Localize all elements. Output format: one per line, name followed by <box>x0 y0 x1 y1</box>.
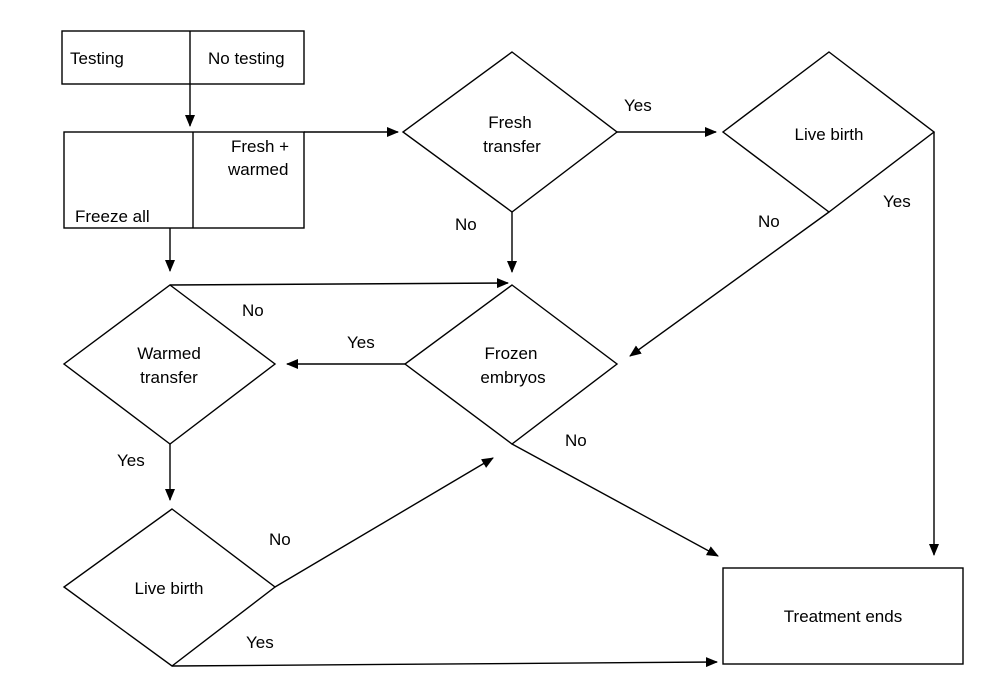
testing-box: Testing No testing <box>61 30 305 85</box>
arrow-frozen-no <box>511 443 719 557</box>
arrow-livebirth-bottom-no <box>274 457 494 588</box>
label-livebirth-top-no: No <box>758 212 780 231</box>
warmed-transfer-decision: Warmed transfer <box>62 284 277 445</box>
label-fresh-no: No <box>455 215 477 234</box>
fresh-warmed-label-line1: Fresh + <box>231 137 289 156</box>
fresh-transfer-label-line1: Fresh <box>488 113 531 132</box>
label-livebirth-bottom-no: No <box>269 530 291 549</box>
label-livebirth-bottom-yes: Yes <box>246 633 274 652</box>
warmed-transfer-label-line1: Warmed <box>137 344 201 363</box>
frozen-embryos-label-line2: embryos <box>480 368 545 387</box>
label-warmed-yes: Yes <box>117 451 145 470</box>
fresh-transfer-decision: Fresh transfer <box>401 51 619 213</box>
label-fresh-yes: Yes <box>624 96 652 115</box>
no-testing-label: No testing <box>208 49 285 68</box>
fresh-transfer-label-line2: transfer <box>483 137 541 156</box>
live-birth-top-label: Live birth <box>795 125 864 144</box>
treatment-ends-box: Treatment ends <box>722 567 964 665</box>
frozen-embryos-decision: Frozen embryos <box>403 284 619 445</box>
label-frozen-yes: Yes <box>347 333 375 352</box>
arrow-livebirth-bottom-yes <box>171 657 718 668</box>
fresh-warmed-label-line2: warmed <box>227 160 288 179</box>
warmed-transfer-label-line2: transfer <box>140 368 198 387</box>
arrow-warmed-no <box>169 278 509 289</box>
live-birth-bottom-decision: Live birth <box>62 508 277 667</box>
treatment-ends-label: Treatment ends <box>784 607 902 626</box>
frozen-embryos-label-line1: Frozen <box>485 344 538 363</box>
label-warmed-no: No <box>242 301 264 320</box>
live-birth-bottom-label: Live birth <box>135 579 204 598</box>
label-livebirth-top-yes: Yes <box>883 192 911 211</box>
connectors <box>165 84 939 668</box>
label-frozen-no: No <box>565 431 587 450</box>
strategy-box: Freeze all Fresh + warmed <box>63 131 305 229</box>
edge-labels: Yes No No Yes No Yes No Yes No Yes <box>117 96 911 652</box>
live-birth-top-decision: Live birth <box>721 51 936 213</box>
freeze-all-label: Freeze all <box>75 207 150 226</box>
testing-label: Testing <box>70 49 124 68</box>
arrow-livebirth-top-no <box>629 211 830 357</box>
